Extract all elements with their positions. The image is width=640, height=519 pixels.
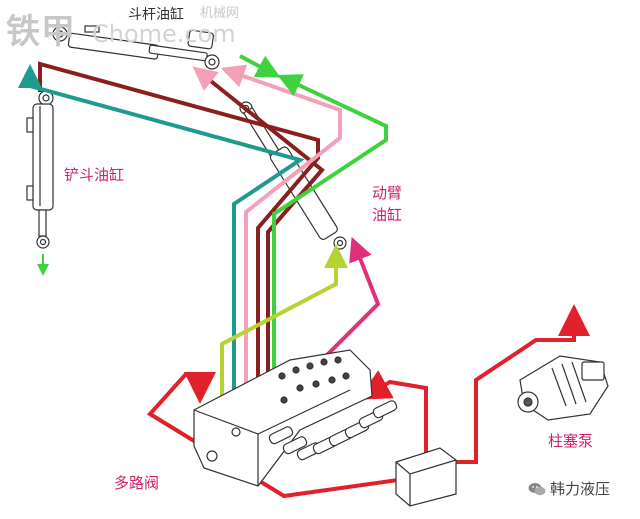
label-boom-cylinder-1: 动臂 xyxy=(372,184,403,202)
credit: 韩力液压 xyxy=(528,478,610,499)
pump-line-main xyxy=(456,304,590,464)
green-line-top xyxy=(239,54,281,78)
dipper-line xyxy=(38,61,320,388)
credit-text: 韩力液压 xyxy=(550,480,611,498)
pump-to-valve-left xyxy=(146,372,399,499)
piston-pump xyxy=(517,355,609,421)
label-piston-pump: 柱塞泵 xyxy=(548,432,594,450)
dipper-cylinder xyxy=(52,25,220,70)
valve-ports xyxy=(278,356,350,404)
label-boom-cylinder-2: 油缸 xyxy=(372,206,403,224)
filter-box xyxy=(395,447,457,507)
magenta-line xyxy=(324,236,381,358)
watermark-site: 机械网 xyxy=(200,6,240,21)
hydraulic-lines xyxy=(18,54,590,499)
lime-line xyxy=(220,244,348,396)
label-dipper-cylinder: 斗杆油缸 xyxy=(128,7,184,23)
wechat-icon xyxy=(528,482,546,496)
valve-spools xyxy=(268,400,398,461)
label-bucket-cylinder: 铲斗油缸 xyxy=(64,166,125,184)
green-line xyxy=(272,74,388,396)
watermark-logo: 铁甲 xyxy=(6,12,76,52)
bucket-line xyxy=(18,64,305,396)
watermark-subtitle: Chome.com xyxy=(92,20,236,48)
label-multi-valve: 多路阀 xyxy=(114,474,160,492)
pink-line xyxy=(220,64,342,396)
multi-way-valve xyxy=(193,349,398,487)
pump-to-valve-right xyxy=(358,370,428,460)
bucket-cylinder xyxy=(26,90,54,249)
